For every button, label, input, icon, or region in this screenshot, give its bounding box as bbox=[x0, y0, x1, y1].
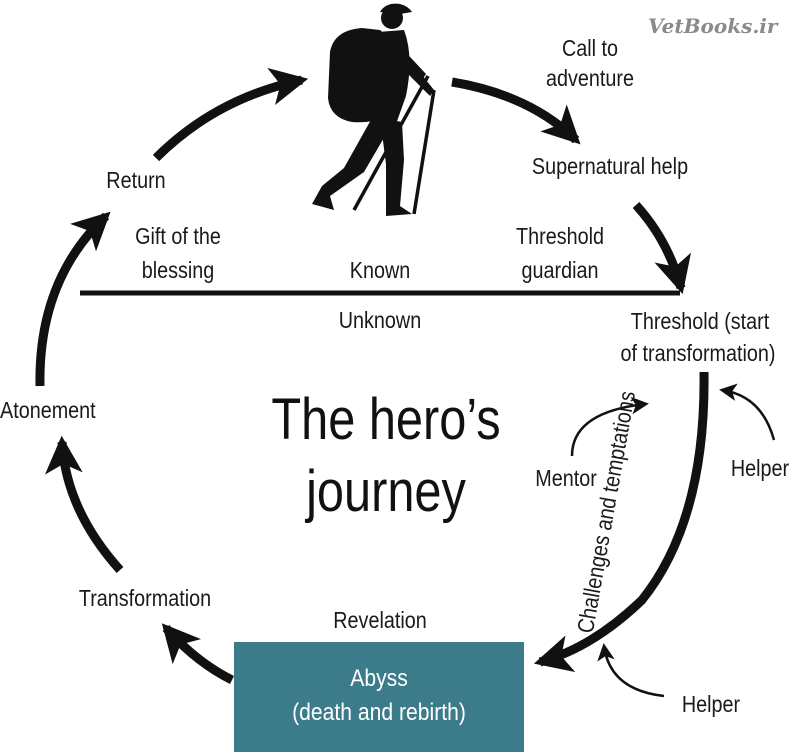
label-threshold-guardian-1: Threshold bbox=[516, 223, 604, 249]
label-call-to-adventure-2: adventure bbox=[546, 65, 634, 91]
label-atonement: Atonement bbox=[0, 397, 96, 423]
arrow-mentor bbox=[570, 396, 649, 457]
arrow-atonement-to-return bbox=[35, 211, 111, 387]
label-threshold-start-1: Threshold (start bbox=[630, 308, 770, 334]
title-line-1: The hero’s bbox=[271, 387, 501, 452]
label-threshold-start-2: of transformation) bbox=[620, 340, 776, 366]
arrow-abyss-to-transformation bbox=[161, 623, 235, 685]
arrow-supernatural-to-threshold bbox=[632, 201, 692, 295]
arrow-return-to-hero bbox=[152, 67, 309, 162]
abyss-subtitle: (death and rebirth) bbox=[292, 699, 466, 726]
arrow-helper-top bbox=[719, 383, 776, 441]
label-call-to-adventure-1: Call to bbox=[561, 35, 619, 61]
arrow-helper-bottom bbox=[597, 643, 665, 698]
label-return: Return bbox=[106, 167, 166, 193]
title-line-2: journey bbox=[306, 459, 466, 524]
watermark: VetBooks.ir bbox=[648, 14, 778, 38]
label-unknown: Unknown bbox=[338, 307, 422, 333]
abyss-box: Abyss (death and rebirth) bbox=[234, 642, 524, 752]
label-revelation: Revelation bbox=[333, 607, 427, 633]
label-supernatural-help: Supernatural help bbox=[531, 153, 689, 179]
label-mentor: Mentor bbox=[535, 465, 597, 491]
label-helper-top: Helper bbox=[730, 455, 790, 481]
label-threshold-guardian-2: guardian bbox=[521, 257, 599, 283]
hiker-silhouette-icon bbox=[312, 3, 436, 216]
label-known: Known bbox=[349, 257, 411, 283]
label-transformation: Transformation bbox=[78, 585, 212, 611]
arrow-hero-to-call bbox=[451, 77, 581, 145]
arrow-challenges bbox=[533, 371, 709, 673]
label-gift-1: Gift of the bbox=[135, 223, 221, 249]
abyss-title: Abyss bbox=[350, 665, 408, 692]
label-helper-bottom: Helper bbox=[681, 691, 741, 717]
arrow-transformation-to-atonement bbox=[44, 435, 124, 574]
label-gift-2: blessing bbox=[141, 257, 215, 283]
